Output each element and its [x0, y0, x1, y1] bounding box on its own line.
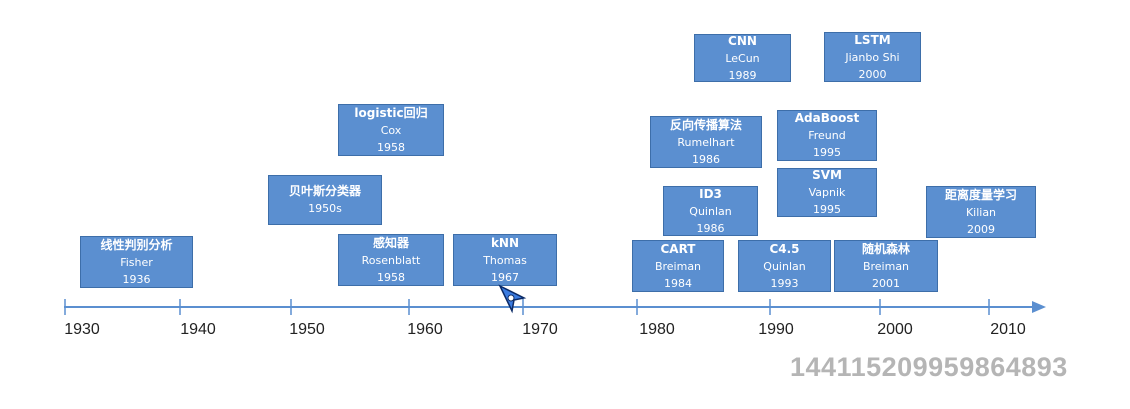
event-year: 1958	[377, 140, 405, 154]
event-year: 1993	[770, 276, 799, 290]
event-year: 1986	[692, 152, 720, 166]
event-title: SVM	[812, 168, 842, 182]
event-box-adaboost: AdaBoost Freund 1995	[777, 110, 877, 161]
event-box-perceptron: 感知器 Rosenblatt 1958	[338, 234, 444, 286]
event-author: Cox	[380, 123, 402, 137]
event-author: Fisher	[120, 255, 153, 269]
event-box-id3: ID3 Quinlan 1986	[663, 186, 758, 236]
event-title: 感知器	[372, 235, 409, 250]
event-year: 1984	[664, 276, 692, 290]
event-box-knn: kNN Thomas 1967	[453, 234, 557, 286]
year-label: 1990	[758, 321, 794, 338]
event-year: 1995	[813, 146, 841, 159]
event-box-cnn: CNN LeCun 1989	[694, 34, 791, 82]
event-title: 贝叶斯分类器	[288, 184, 361, 198]
event-box-cart: CART Breiman 1984	[632, 240, 724, 292]
event-year: 2000	[858, 67, 887, 81]
event-title: C4.5	[769, 241, 800, 256]
event-box-metric-learning: 距离度量学习 Kilian 2009	[926, 186, 1036, 238]
axis-arrowhead	[1032, 301, 1046, 313]
year-label: 2010	[990, 321, 1026, 338]
year-label: 1960	[407, 321, 443, 338]
event-title: CART	[660, 241, 696, 256]
event-title: LSTM	[854, 32, 891, 47]
event-author: Freund	[808, 129, 846, 142]
event-title: logistic回归	[354, 105, 428, 120]
watermark-number: 144115209959864893	[790, 352, 1068, 382]
event-author: Rosenblatt	[361, 253, 421, 267]
event-title: kNN	[490, 235, 520, 250]
event-title: AdaBoost	[794, 111, 860, 125]
event-box-backprop: 反向传播算法 Rumelhart 1986	[650, 116, 762, 168]
event-box-svm: SVM Vapnik 1995	[777, 168, 877, 217]
event-author: Breiman	[862, 259, 910, 273]
event-year: 1986	[696, 221, 725, 235]
event-author: Quinlan	[763, 259, 806, 273]
event-box-lstm: LSTM Jianbo Shi 2000	[824, 32, 921, 82]
event-author: Rumelhart	[677, 135, 735, 149]
event-box-logistic: logistic回归 Cox 1958	[338, 104, 444, 156]
event-author: Breiman	[654, 259, 702, 273]
event-author: Thomas	[483, 253, 527, 267]
event-box-bayes: 贝叶斯分类器 1950s	[268, 175, 382, 225]
event-author: Kilian	[965, 205, 997, 219]
event-author: Jianbo Shi	[845, 50, 900, 64]
event-year: 1989	[728, 68, 757, 82]
event-title: ID3	[699, 186, 722, 201]
event-author: LeCun	[725, 51, 760, 65]
year-label: 1930	[64, 321, 100, 338]
year-label: 1970	[522, 321, 558, 338]
event-year: 1958	[377, 270, 405, 284]
event-year: 1967	[491, 270, 519, 284]
event-year: 2009	[967, 222, 995, 236]
event-year: 1936	[122, 272, 151, 286]
event-title: 线性判别分析	[100, 237, 173, 252]
event-author: Vapnik	[808, 186, 846, 199]
axis-ticks	[64, 299, 990, 315]
event-title: 距离度量学习	[944, 187, 1017, 202]
event-title: 反向传播算法	[669, 117, 742, 132]
event-box-random-forest: 随机森林 Breiman 2001	[834, 240, 938, 292]
event-author: Quinlan	[689, 204, 732, 218]
year-label: 1940	[180, 321, 216, 338]
event-box-lda: 线性判别分析 Fisher 1936	[80, 236, 193, 288]
mouse-cursor-icon	[498, 284, 527, 314]
event-title: CNN	[728, 33, 757, 48]
year-label: 1980	[639, 321, 675, 338]
event-title: 随机森林	[861, 241, 910, 256]
event-box-c45: C4.5 Quinlan 1993	[738, 240, 831, 292]
event-year: 2001	[872, 276, 900, 290]
event-year: 1950s	[308, 202, 342, 215]
year-label: 2000	[877, 321, 913, 338]
event-year: 1995	[813, 203, 841, 216]
year-label: 1950	[289, 321, 325, 338]
